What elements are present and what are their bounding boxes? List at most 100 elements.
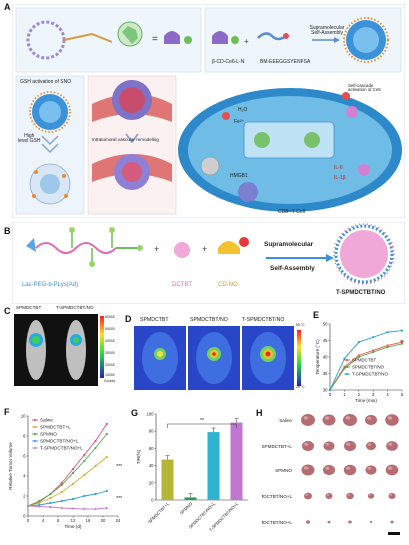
- data-point: [83, 507, 86, 511]
- data-point: [71, 482, 75, 486]
- legend-label: SPMDCTBT/NO+L: [40, 439, 79, 444]
- bar: [230, 422, 243, 500]
- svg-text:+: +: [244, 37, 249, 46]
- legend-marker: [33, 418, 37, 422]
- panel-b: + + Lac-PEG-b-PLys(Ad) DCTBT CD-NO Supra…: [11, 221, 406, 305]
- y-tick-label: 50: [323, 322, 328, 327]
- data-point: [38, 499, 41, 503]
- tumor-sample: [343, 464, 357, 476]
- assembly-bottom-label: Self-Assembly: [270, 265, 315, 272]
- panel-a: = +: [11, 3, 406, 219]
- polymer-label: Lac-PEG-b-PLys(Ad): [22, 282, 79, 288]
- x-tick-label: 12: [71, 518, 76, 523]
- tumor-sample: [301, 464, 315, 476]
- series-line: [27, 456, 108, 507]
- tumor-highlight: [345, 416, 351, 420]
- data-point: [357, 355, 360, 359]
- tumor-sample: [369, 520, 373, 524]
- significance-mark: ***: [116, 496, 122, 502]
- tumor-sample: [327, 520, 331, 524]
- tumor-sample: [325, 493, 333, 499]
- tumor-highlight: [303, 416, 309, 420]
- tumor-highlight: [305, 493, 309, 496]
- tumor-sample: [367, 493, 375, 499]
- row-label: SPMDCTBT/NO+L: [262, 494, 292, 499]
- d-scale-bottom: 25 °C: [296, 385, 305, 389]
- c-scale-4: 20000: [105, 363, 115, 367]
- panel-label-b: B: [4, 226, 11, 236]
- panel-label-g: G: [131, 408, 139, 418]
- y-tick-label: 20: [149, 480, 154, 485]
- data-point: [105, 432, 108, 436]
- panel-label-h: H: [256, 408, 263, 418]
- tumor-sample: [388, 492, 396, 500]
- tumor-highlight: [303, 466, 309, 470]
- x-tick-label: 5: [401, 392, 404, 397]
- significance-mark: ***: [116, 464, 122, 470]
- il6-label: IL-6: [334, 165, 343, 171]
- panel-h: SalineSPMDCTBT+LSPMNOSPMDCTBT/NO+LT-SPMD…: [249, 408, 408, 540]
- series-line: [329, 341, 403, 391]
- tumor-highlight: [390, 521, 393, 522]
- photo-background: [262, 408, 408, 540]
- tumor-highlight: [325, 466, 330, 470]
- y-tick-label: 30: [323, 388, 328, 393]
- y-tick-label: 0: [151, 498, 154, 503]
- data-point: [105, 422, 108, 426]
- legend-label: T-SPMDCTBT/NO: [352, 372, 388, 377]
- data-point: [372, 349, 375, 352]
- x-tick-label: 0: [329, 392, 332, 397]
- row-label: SPMDCTBT+L: [262, 444, 292, 449]
- data-point: [60, 490, 63, 494]
- series-line: [27, 433, 108, 507]
- x-tick-label: SPMNO: [179, 501, 194, 516]
- tumor-highlight: [387, 416, 393, 420]
- tumor-highlight: [389, 494, 393, 496]
- data-point: [83, 453, 86, 457]
- data-point: [26, 504, 30, 508]
- tumor-sample: [323, 441, 335, 451]
- legend-label: SPMDCTBT+L: [40, 425, 71, 430]
- legend-marker: [33, 425, 37, 429]
- data-point: [386, 344, 389, 347]
- tumor-highlight: [324, 416, 330, 420]
- panel-c: SPMDCTBT T-SPMDCTBT/NO 60000 50000 40000…: [14, 305, 120, 386]
- c-scale-5: 10000: [105, 373, 115, 377]
- tumor-highlight: [345, 466, 351, 470]
- tumor-sample: [301, 414, 315, 426]
- x-axis-label: Time (min): [355, 398, 377, 403]
- tumor-sample: [304, 492, 312, 500]
- data-point: [105, 489, 108, 493]
- y-tick-label: 60: [149, 446, 154, 451]
- series-line: [27, 423, 108, 507]
- c-scale-3: 30000: [105, 351, 115, 355]
- c-scale-0: 60000: [105, 315, 115, 319]
- data-point: [343, 357, 346, 360]
- tumor-sample: [302, 440, 314, 452]
- row-label: SPMNO: [275, 468, 292, 473]
- x-tick-label: 4: [42, 518, 45, 523]
- tumor-sample: [343, 414, 357, 426]
- significance-bracket: [167, 423, 237, 428]
- data-point: [83, 459, 86, 463]
- panel-label-e: E: [313, 310, 320, 320]
- svg-text:+: +: [154, 244, 159, 254]
- data-point: [49, 501, 52, 505]
- tumor-sample: [365, 465, 377, 475]
- self-activation-label: Self-cascade activation of Ce6: [348, 83, 381, 93]
- y-axis-label: TIR(%): [136, 449, 141, 464]
- data-point: [386, 331, 389, 334]
- tumor-sample: [390, 520, 394, 524]
- legend-label: SPMDCTBT: [352, 358, 376, 363]
- bar: [207, 432, 220, 500]
- data-point: [71, 507, 75, 510]
- data-point: [94, 464, 97, 468]
- data-point: [357, 354, 360, 357]
- d-scale-top: 55 °C: [296, 323, 305, 327]
- y-tick-label: 6: [23, 454, 26, 459]
- data-point: [94, 446, 97, 450]
- data-point: [105, 506, 108, 510]
- tumor-sample: [386, 441, 398, 451]
- tumor-sample: [385, 414, 399, 426]
